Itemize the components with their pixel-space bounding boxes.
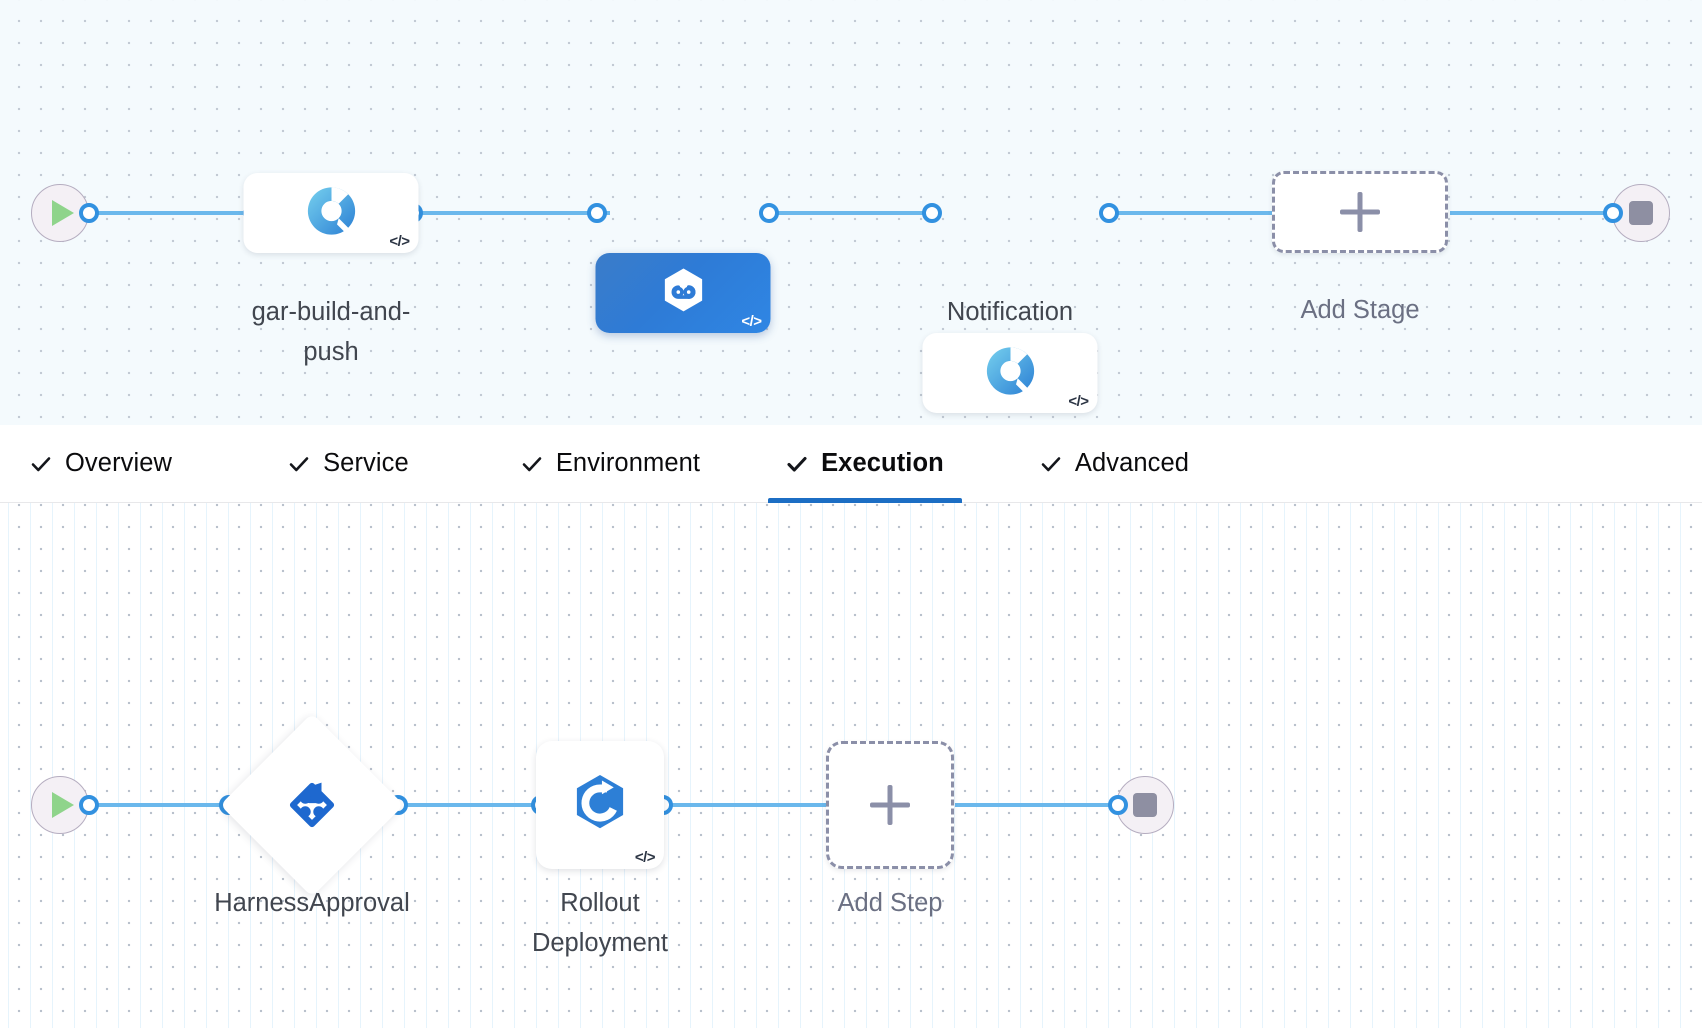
harness-ci-stage-icon xyxy=(304,184,358,243)
add-stage-label: Add Stage xyxy=(1300,296,1420,324)
code-badge-icon: </> xyxy=(741,313,762,330)
harness-ci-stage-icon xyxy=(983,344,1037,403)
port-exec-start-out[interactable] xyxy=(79,795,99,815)
stage-config-tabs: Overview Service Environment Execution A xyxy=(0,425,1702,503)
code-badge-icon: </> xyxy=(389,233,410,250)
port-stage3-in[interactable] xyxy=(922,203,942,223)
tab-overview[interactable]: Overview xyxy=(26,425,200,503)
kubernetes-rollout-icon xyxy=(567,770,633,841)
tab-advanced-label: Advanced xyxy=(1074,449,1190,477)
execution-graph-canvas[interactable]: HarnessApproval </> Rollout Deployment A… xyxy=(0,503,1702,1028)
step-link-1 xyxy=(390,803,550,807)
check-icon xyxy=(30,453,52,475)
tab-advanced[interactable]: Advanced xyxy=(1012,425,1217,503)
port-stage3-out[interactable] xyxy=(1099,203,1119,223)
step-link-2 xyxy=(655,803,845,807)
step-link-end xyxy=(955,803,1125,807)
harness-approval-icon xyxy=(281,774,343,836)
check-icon xyxy=(786,453,808,475)
port-start-out[interactable] xyxy=(79,203,99,223)
stage-link-1 xyxy=(415,211,610,215)
execution-start-node[interactable] xyxy=(31,776,89,834)
tab-environment[interactable]: Environment xyxy=(493,425,728,503)
step-node-rollout-deployment[interactable]: </> xyxy=(536,741,664,869)
add-step-label: Add Step xyxy=(837,889,943,917)
harness-cd-deploy-icon xyxy=(657,265,709,322)
stage-link-3 xyxy=(1110,211,1275,215)
check-icon xyxy=(521,453,543,475)
stop-icon xyxy=(1133,793,1157,817)
tab-service[interactable]: Service xyxy=(260,425,437,503)
tab-service-label: Service xyxy=(323,449,409,477)
stage-link-start xyxy=(60,211,255,215)
stage-node-gke-deploy[interactable]: </> xyxy=(595,253,771,333)
stage-node-gar-build-and-push[interactable]: </> xyxy=(243,173,419,253)
add-stage-button[interactable] xyxy=(1272,171,1448,253)
stage-link-2 xyxy=(770,211,930,215)
check-icon xyxy=(1040,453,1062,475)
stage-label-gar-build-and-push: gar-build-and-push xyxy=(251,298,411,366)
play-icon xyxy=(52,200,74,226)
pipeline-start-node[interactable] xyxy=(31,184,89,242)
port-stage2-in[interactable] xyxy=(587,203,607,223)
plus-icon xyxy=(1340,192,1380,232)
stage-graph-canvas[interactable]: </> gar-build-and-push </> gke-deploy xyxy=(0,0,1702,425)
stop-icon xyxy=(1629,201,1653,225)
check-icon xyxy=(288,453,310,475)
port-exec-end-in[interactable] xyxy=(1108,795,1128,815)
code-badge-icon: </> xyxy=(634,849,656,866)
add-step-button[interactable] xyxy=(826,741,954,869)
tab-overview-label: Overview xyxy=(65,449,173,477)
tab-environment-label: Environment xyxy=(555,449,701,477)
tab-execution-label: Execution xyxy=(821,449,944,477)
plus-icon xyxy=(870,785,910,825)
step-node-harness-approval[interactable] xyxy=(220,713,404,897)
step-link-start xyxy=(60,803,235,807)
port-end-in[interactable] xyxy=(1603,203,1623,223)
tab-execution[interactable]: Execution xyxy=(758,425,972,503)
stage-node-notification-stage[interactable]: </> xyxy=(922,333,1098,413)
port-stage2-out[interactable] xyxy=(759,203,779,223)
stage-link-end xyxy=(1450,211,1625,215)
code-badge-icon: </> xyxy=(1068,393,1089,410)
play-icon xyxy=(52,792,74,818)
step-label-rollout-deployment: Rollout Deployment xyxy=(531,889,669,957)
